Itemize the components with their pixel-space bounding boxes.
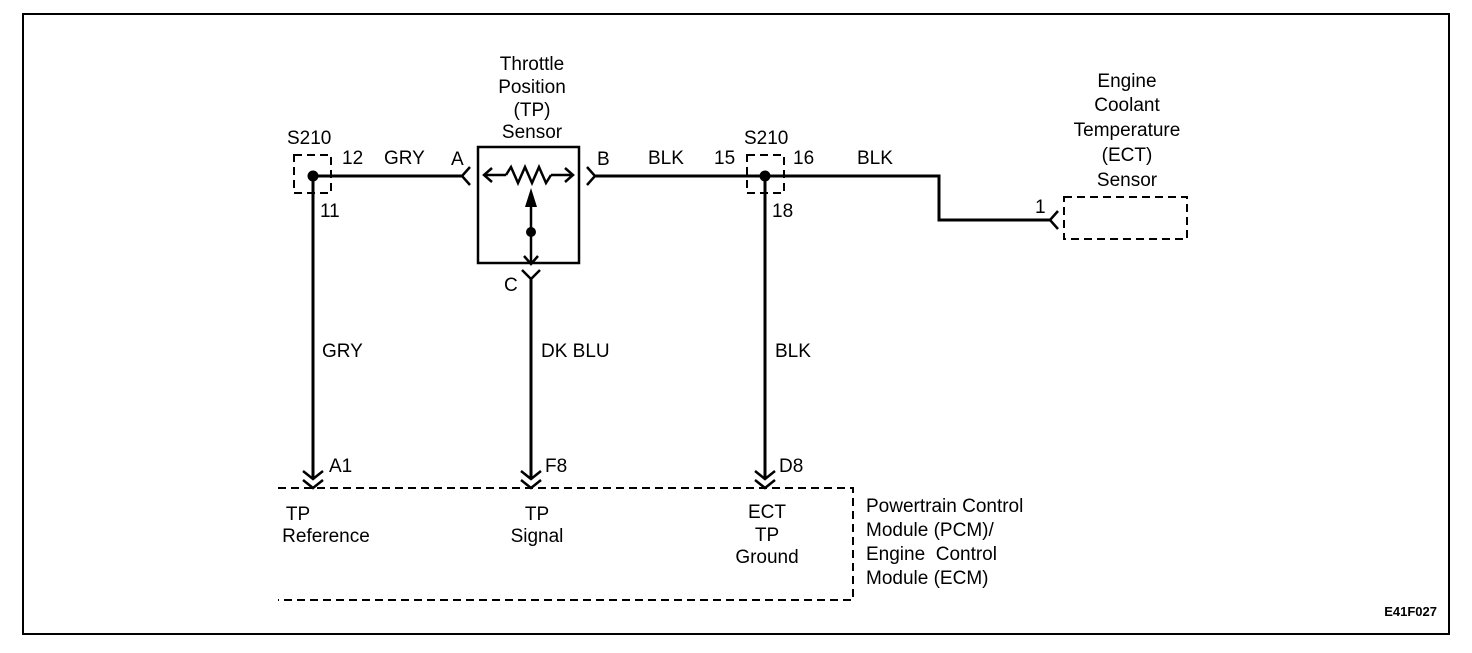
- pcm-title-line4: Module (ECM): [866, 568, 988, 589]
- pcm-label-f8-line2: Signal: [511, 526, 564, 547]
- pcm-title-line2: Module (PCM)/: [866, 520, 994, 541]
- splice-right-pin-15: 15: [714, 148, 735, 169]
- pcm-label-d8-line3: Ground: [735, 547, 798, 568]
- ect-pin-1-label: 1: [1035, 197, 1046, 218]
- ect-pin-1-connector: [1048, 210, 1059, 230]
- pcm-label-f8-line1: TP: [525, 504, 549, 525]
- pcm-terminal-d8-connector-lower: [754, 479, 776, 490]
- tp-wiper-symbol: [523, 188, 539, 266]
- tp-sensor-title-line3: (TP): [514, 100, 551, 121]
- pcm-terminal-a1-pin: A1: [329, 456, 352, 477]
- splice-right-pin-16: 16: [793, 148, 814, 169]
- ect-sensor-title-line3: Temperature: [1074, 120, 1181, 141]
- pcm-terminal-d8-pin: D8: [779, 456, 803, 477]
- splice-right-name: S210: [744, 128, 788, 149]
- wire-blk-mid-label: BLK: [648, 148, 684, 169]
- tp-pin-c-label: C: [504, 275, 518, 296]
- pcm-title-line1: Powertrain Control: [866, 496, 1023, 517]
- splice-left-name: S210: [287, 128, 331, 149]
- wire-gry-top-label: GRY: [384, 148, 425, 169]
- pcm-box: [278, 487, 854, 601]
- pcm-label-d8-line1: ECT: [748, 502, 786, 523]
- tp-sensor-title-line2: Position: [498, 77, 566, 98]
- pcm-title-line3: Engine Control: [866, 544, 997, 565]
- pcm-terminal-f8-connector-lower: [520, 479, 542, 490]
- tp-pin-a-label: A: [451, 149, 464, 170]
- wire-blk-vertical-label: BLK: [775, 341, 811, 362]
- pcm-terminal-d8-connector: [754, 470, 776, 481]
- ect-sensor-box: [1063, 196, 1188, 240]
- ect-sensor-title-line1: Engine: [1097, 71, 1156, 92]
- wire-blk-right: [765, 174, 1050, 222]
- diagram-code: E41F027: [1384, 604, 1437, 619]
- splice-left-pin-11: 11: [320, 201, 340, 222]
- pcm-label-d8-line2: TP: [755, 525, 779, 546]
- wire-gry-vertical-label: GRY: [322, 341, 363, 362]
- wire-blk-right-label: BLK: [857, 148, 893, 169]
- pcm-label-a1-line1: TP: [286, 504, 310, 525]
- tp-sensor-title-line4: Sensor: [502, 122, 563, 143]
- pcm-terminal-a1-connector: [302, 470, 324, 481]
- pcm-label-a1-line2: Reference: [282, 526, 370, 547]
- pcm-terminal-f8-pin: F8: [545, 456, 567, 477]
- pcm-terminal-a1-connector-lower: [302, 479, 324, 490]
- ect-sensor-title-line5: Sensor: [1097, 170, 1158, 191]
- splice-right-pin-18: 18: [772, 201, 793, 222]
- splice-left-pin-12: 12: [342, 148, 363, 169]
- tp-pin-b-connector: [586, 166, 597, 186]
- tp-pin-b-label: B: [597, 149, 610, 170]
- ect-sensor-title-line2: Coolant: [1094, 95, 1160, 116]
- pcm-terminal-f8-connector: [520, 470, 542, 481]
- diagram-frame: [22, 13, 1450, 635]
- tp-pin-c-connector: [521, 269, 541, 281]
- tp-resistor-symbol: [482, 163, 575, 187]
- tp-sensor-title-line1: Throttle: [500, 54, 564, 75]
- ect-sensor-title-line4: (ECT): [1102, 145, 1153, 166]
- wire-dk-blu-label: DK BLU: [541, 341, 610, 362]
